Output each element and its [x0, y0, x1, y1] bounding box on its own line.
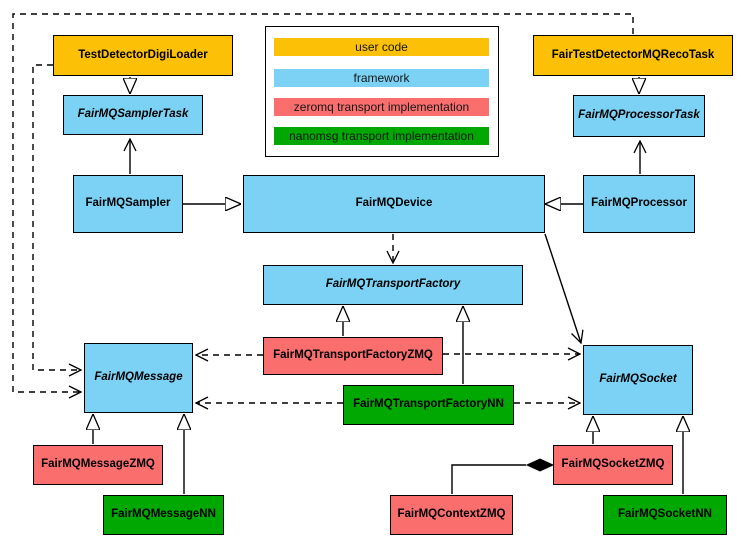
aggregation-line-contextzmq-socketzmq: [451, 464, 526, 494]
aggregation-diamond-icon: [525, 458, 555, 472]
class-label: FairMQMessageNN: [111, 508, 216, 521]
association-arrow-device-socket: [544, 233, 581, 343]
class-label: FairMQTransportFactoryZMQ: [273, 349, 433, 362]
class-label: FairMQProcessor: [591, 197, 687, 210]
class-box-testdetectordigiloader: TestDetectorDigiLoader: [53, 35, 233, 76]
class-box-fairmqprocessortask: FairMQProcessorTask: [573, 95, 705, 137]
class-box-fairmqsocket: FairMQSocket: [583, 345, 693, 415]
legend-label: framework: [353, 71, 410, 85]
legend-swatch-zeromq: zeromq transport implementation: [274, 98, 489, 116]
dependency-arrow-recotask-message: [12, 13, 634, 392]
class-box-fairmqmessage: FairMQMessage: [84, 343, 193, 413]
legend-swatch-nanomsg: nanomsg transport implementation: [274, 127, 489, 145]
class-label: FairMQContextZMQ: [397, 508, 506, 521]
class-box-fairmqcontextzmq: FairMQContextZMQ: [390, 495, 513, 535]
class-label: FairMQSocketZMQ: [561, 458, 665, 471]
class-label: FairMQTransportFactory: [325, 278, 461, 291]
class-label: FairMQProcessorTask: [578, 109, 700, 122]
class-box-fairmqmessagenn: FairMQMessageNN: [103, 495, 224, 535]
legend-label: zeromq transport implementation: [293, 100, 470, 114]
class-label: FairMQSocketNN: [618, 508, 712, 521]
legend: user code framework zeromq transport imp…: [265, 26, 499, 157]
class-label: FairTestDetectorMQRecoTask: [551, 48, 715, 61]
class-box-fairmqtransportfactoryzmq: FairMQTransportFactoryZMQ: [263, 337, 443, 375]
class-label: FairMQDevice: [355, 197, 433, 210]
class-label: FairMQSocket: [599, 373, 677, 386]
class-label: FairMQMessageZMQ: [41, 458, 155, 471]
class-label: FairMQSampler: [85, 197, 171, 210]
class-box-fairmqtransportfactory: FairMQTransportFactory: [263, 265, 523, 305]
class-label: FairMQSamplerTask: [77, 108, 189, 121]
class-box-fairmqtransportfactorynn: FairMQTransportFactoryNN: [343, 385, 514, 425]
legend-label: nanomsg transport implementation: [289, 129, 474, 143]
class-box-fairmqmessagezmq: FairMQMessageZMQ: [33, 445, 163, 485]
class-box-fairmqprocessor: FairMQProcessor: [583, 175, 695, 233]
class-box-fairmqsamplertask: FairMQSamplerTask: [63, 95, 203, 135]
class-label: FairMQMessage: [94, 371, 183, 384]
class-box-fairtestdetectormqrecotask: FairTestDetectorMQRecoTask: [533, 35, 733, 76]
class-label: TestDetectorDigiLoader: [78, 48, 208, 61]
legend-label: user code: [355, 40, 408, 54]
class-box-fairmqsampler: FairMQSampler: [73, 175, 183, 233]
legend-swatch-user-code: user code: [274, 38, 489, 56]
class-box-fairmqsocketnn: FairMQSocketNN: [603, 495, 727, 535]
class-box-fairmqdevice: FairMQDevice: [243, 175, 545, 233]
class-label: FairMQTransportFactoryNN: [353, 398, 504, 411]
class-box-fairmqsocketzmq: FairMQSocketZMQ: [553, 445, 673, 485]
legend-swatch-framework: framework: [274, 69, 489, 87]
